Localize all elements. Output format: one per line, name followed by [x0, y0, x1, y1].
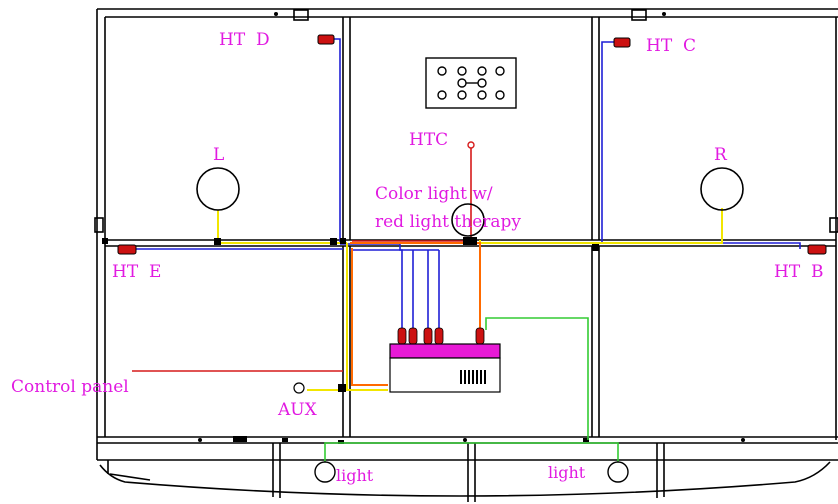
heater-icon-c — [613, 37, 631, 48]
light-icon-left — [314, 461, 336, 483]
shelf-junctions — [102, 237, 599, 392]
label-htc: HTC — [409, 130, 448, 150]
label-left-speaker: L — [213, 145, 224, 165]
heater-icon-e — [117, 244, 137, 255]
label-right-speaker: R — [714, 145, 728, 165]
label-ht-b: HT B — [774, 262, 823, 282]
aux-jack-icon — [293, 382, 305, 394]
control-box-icon — [389, 327, 501, 393]
label-aux: AUX — [277, 400, 318, 420]
label-control-panel: Control panel — [11, 377, 129, 397]
wires-orange — [350, 242, 481, 386]
label-light-right: light — [548, 463, 586, 482]
label-color-light-line2: red light therapy — [375, 212, 521, 232]
label-light-left: light — [336, 466, 374, 485]
wires-green — [324, 317, 619, 462]
heater-icon-b — [807, 244, 827, 255]
mounting-dots — [198, 12, 745, 444]
heater-icon-d — [317, 34, 335, 45]
label-ht-d: HT D — [219, 30, 270, 50]
label-color-light-line1: Color light w/ — [375, 184, 493, 204]
wires-red — [132, 148, 472, 372]
color-light-icon — [451, 203, 485, 237]
label-ht-c: HT C — [646, 36, 696, 56]
label-ht-e: HT E — [112, 262, 161, 282]
keypad-icon — [425, 57, 517, 109]
left-speaker-icon — [196, 167, 240, 211]
light-icon-right — [607, 461, 629, 483]
htc-sensor-icon — [467, 141, 475, 149]
right-speaker-icon — [700, 167, 744, 211]
